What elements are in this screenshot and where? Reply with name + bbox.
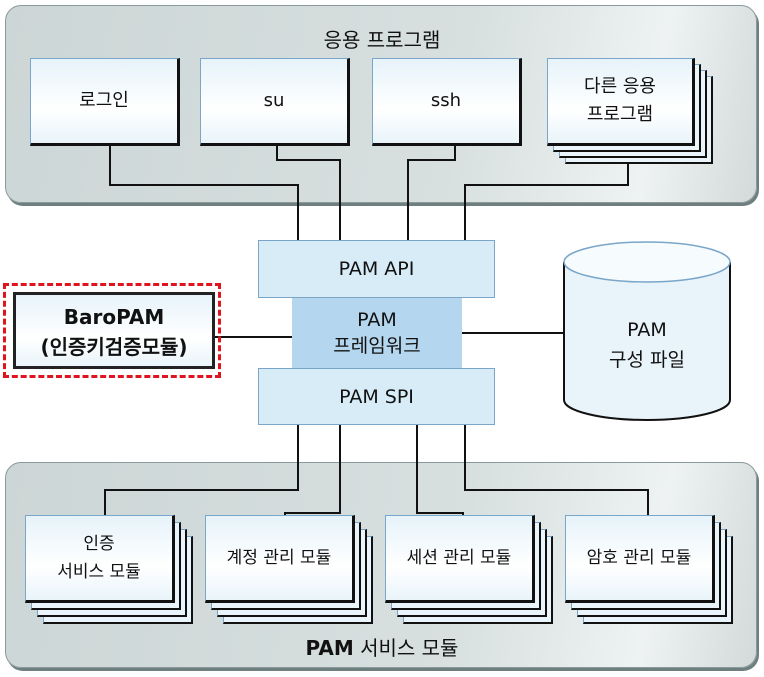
applications-title: 응용 프로그램 [323, 28, 441, 52]
pam-spi: PAM SPI [258, 368, 495, 425]
line-session [416, 425, 464, 515]
line-auth [104, 425, 299, 515]
services-title: PAM 서비스 모듈 [0, 632, 764, 661]
baropam-highlight [3, 283, 221, 378]
service-session: 세션 관리 모듈 [385, 515, 535, 603]
config-cylinder [563, 241, 731, 421]
pam-api: PAM API [258, 240, 495, 298]
service-session-label: 세션 관리 모듈 [406, 548, 512, 568]
app-ssh-label: ssh [430, 90, 462, 111]
line-password [464, 425, 649, 515]
line-account [284, 425, 341, 515]
line-ssh [407, 145, 456, 240]
services-title-rest: 서비스 모듈 [353, 636, 459, 660]
baropam-module: BaroPAM (인증키검증모듈) [13, 292, 215, 369]
baropam-name: BaroPAM [63, 305, 165, 329]
service-password-label: 암호 관리 모듈 [586, 548, 692, 568]
app-ssh: ssh [372, 58, 522, 146]
line-su [276, 145, 341, 240]
pam-config-file: PAM 구성 파일 [609, 319, 685, 371]
service-account: 계정 관리 모듈 [205, 515, 355, 603]
service-password: 암호 관리 모듈 [565, 515, 715, 603]
services-title-bold: PAM [305, 636, 354, 660]
service-auth-label: 인증 서비스 모듈 [57, 534, 141, 582]
service-account-label: 계정 관리 모듈 [226, 548, 332, 568]
app-login: 로그인 [30, 58, 180, 146]
pam-framework: PAM 프레임워크 [292, 298, 462, 368]
line-other [464, 145, 629, 240]
line-login [109, 145, 299, 240]
app-su: su [200, 58, 350, 146]
app-login-label: 로그인 [79, 90, 129, 111]
service-auth: 인증 서비스 모듈 [25, 515, 175, 603]
app-other: 다른 응용 프로그램 [547, 58, 695, 146]
app-su-label: su [263, 90, 285, 111]
app-other-label: 다른 응용 프로그램 [584, 76, 656, 125]
baropam-subtitle: (인증키검증모듈) [40, 335, 188, 359]
